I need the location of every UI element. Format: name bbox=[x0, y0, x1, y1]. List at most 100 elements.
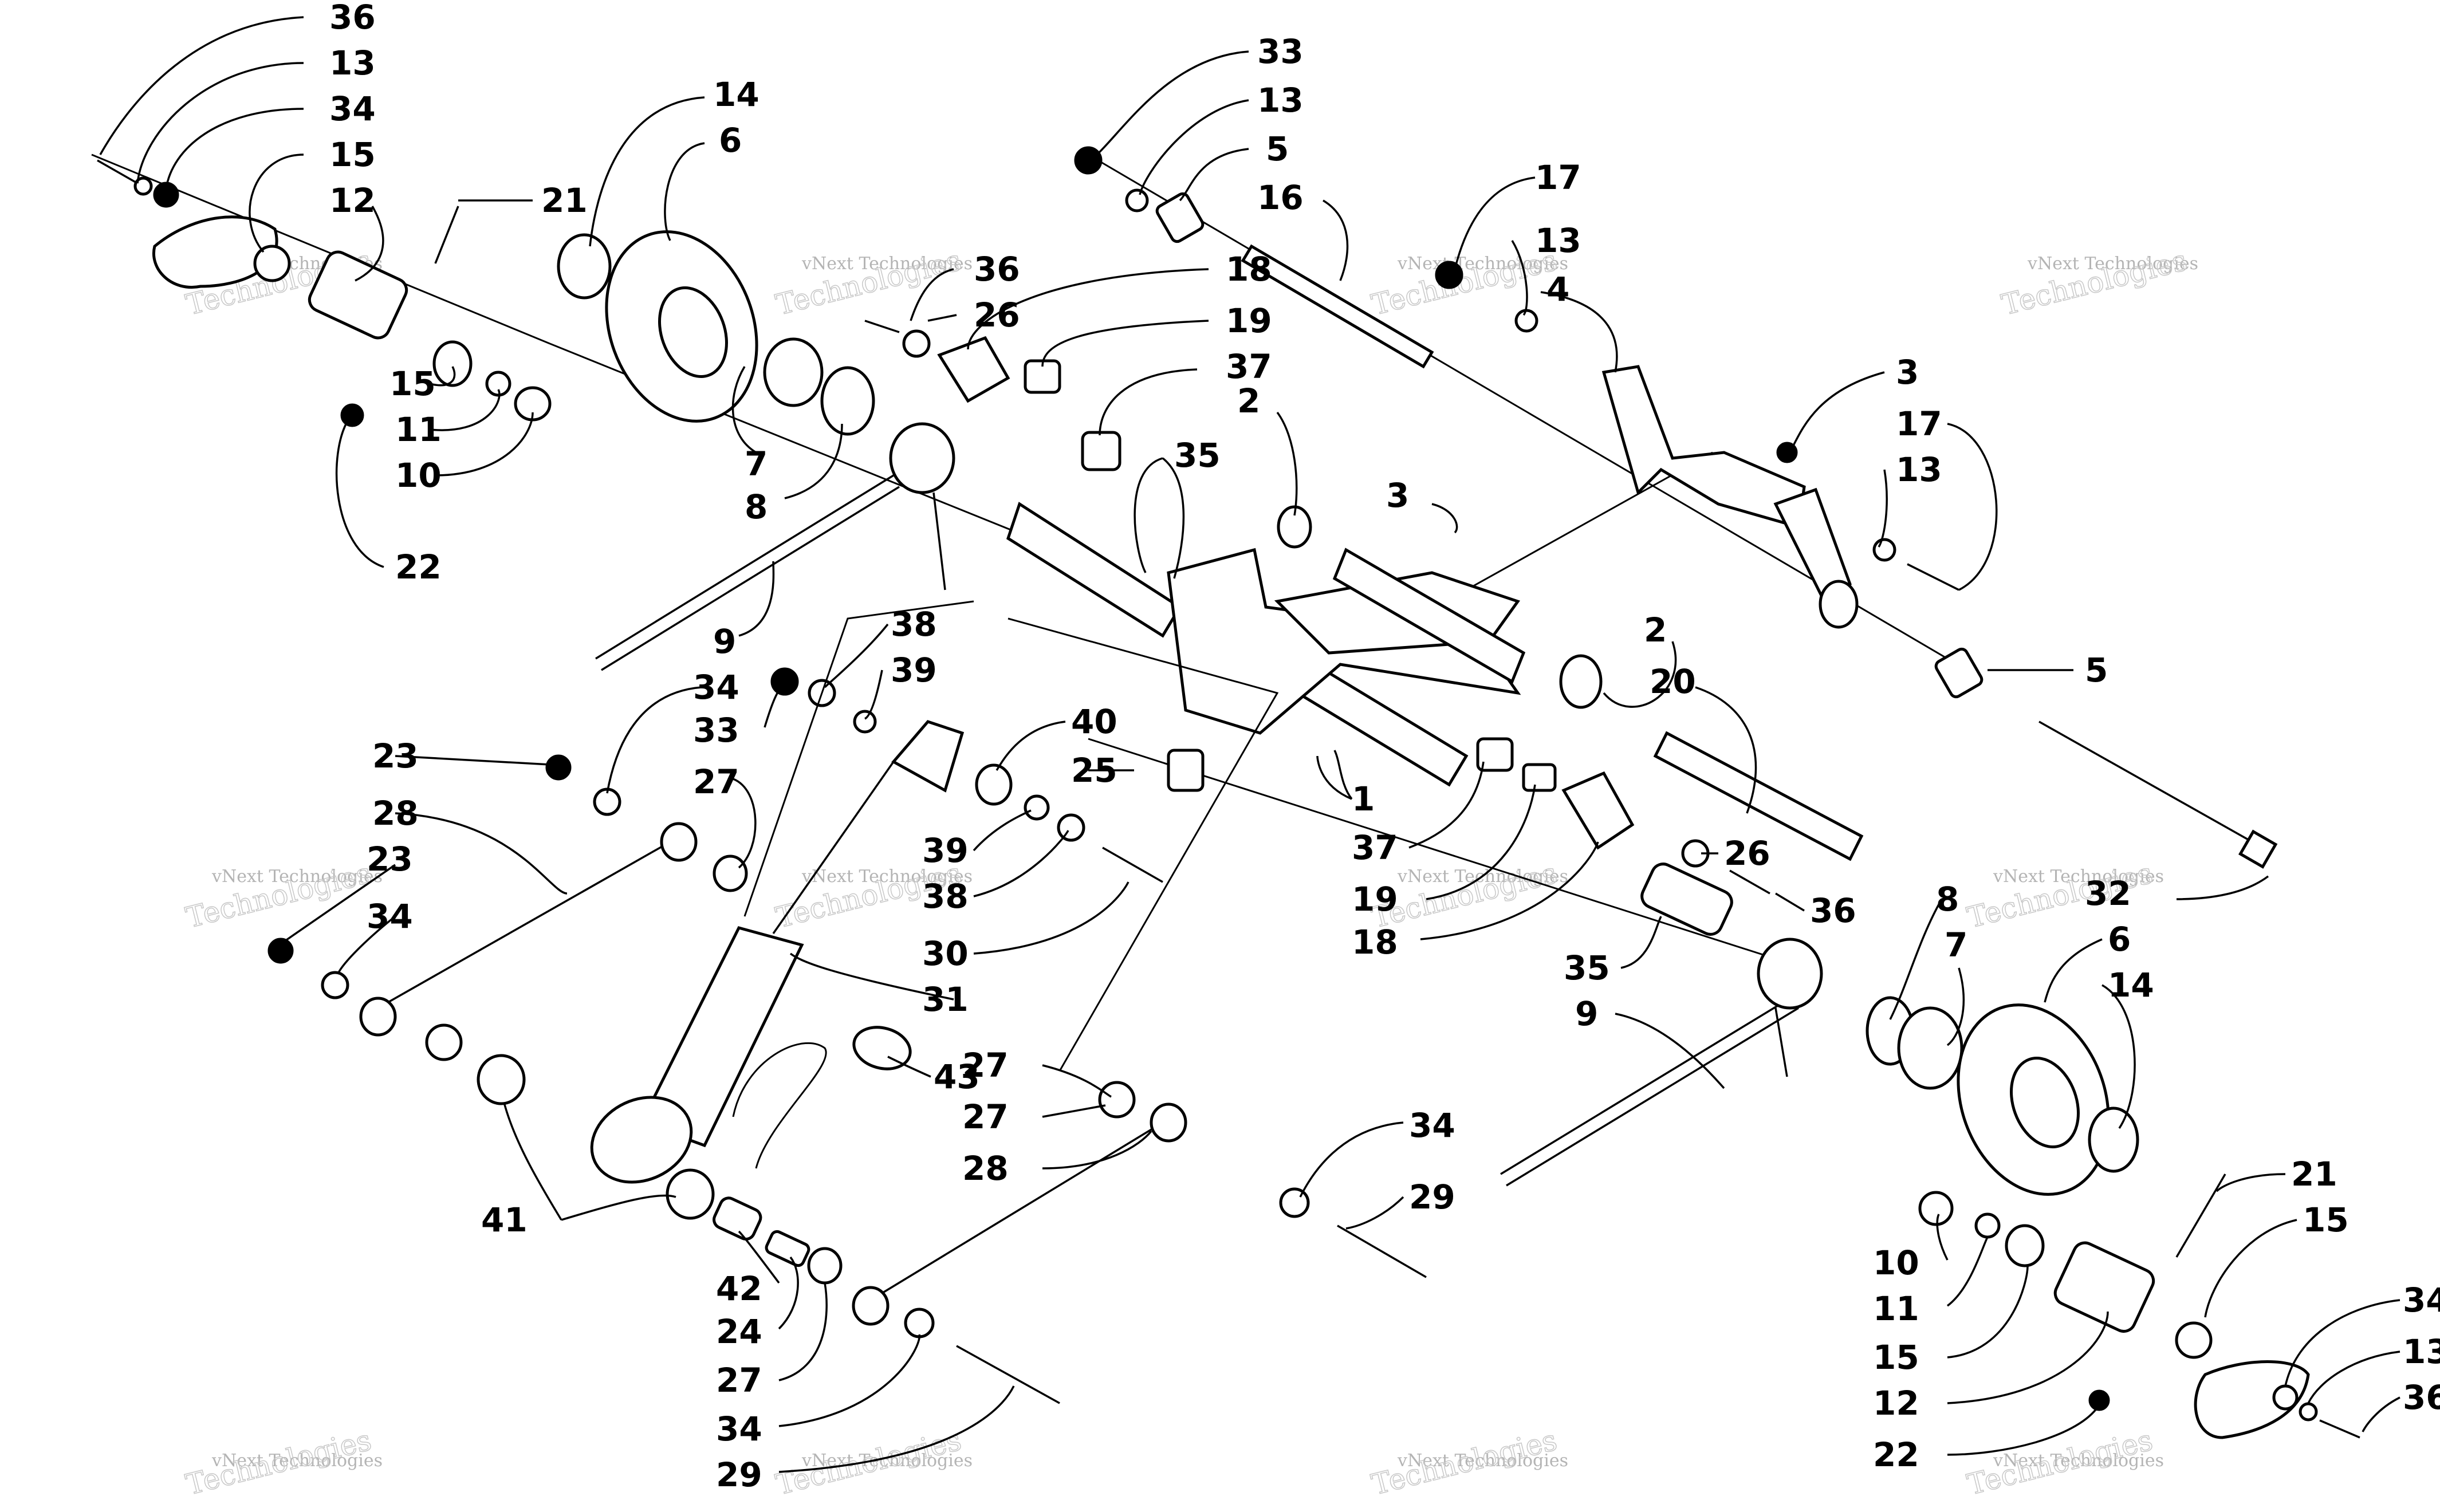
washer-13 bbox=[1872, 538, 1896, 562]
connector-line bbox=[1008, 617, 1279, 1072]
bushing-19 bbox=[1522, 763, 1557, 792]
pin-24 bbox=[765, 1230, 810, 1267]
washer-34 bbox=[153, 182, 179, 208]
callout-label: 37 bbox=[1352, 828, 1398, 867]
callout-label: 42 bbox=[716, 1269, 762, 1308]
ring-8 bbox=[820, 366, 875, 436]
callout-label: 25 bbox=[1071, 751, 1117, 790]
bushing-35 bbox=[1640, 863, 1733, 936]
watermark-text: vNext Technologies bbox=[2027, 254, 2198, 274]
bushing-41 bbox=[666, 1168, 715, 1220]
tube-20 bbox=[1653, 731, 1864, 861]
callout-label: 21 bbox=[2291, 1155, 2337, 1194]
bolt-36 bbox=[1729, 869, 1770, 895]
callout-label: 15 bbox=[1873, 1338, 1919, 1377]
shock-eye-41 bbox=[590, 1096, 693, 1184]
nut-23 bbox=[545, 754, 572, 781]
callout-label: 38 bbox=[922, 877, 969, 916]
callout-label: 18 bbox=[1226, 250, 1272, 289]
nut-22 bbox=[2088, 1389, 2110, 1411]
callout-label: 13 bbox=[1257, 81, 1304, 120]
callout-label: 8 bbox=[745, 487, 768, 526]
sleeve-25 bbox=[1167, 749, 1205, 792]
callout-label: 17 bbox=[1896, 404, 1942, 443]
callout-label: 39 bbox=[891, 651, 937, 690]
callout-label: 33 bbox=[1257, 32, 1304, 71]
wheel-6-hub bbox=[658, 286, 728, 378]
bearing-7 bbox=[763, 337, 824, 407]
bushing-37 bbox=[1476, 737, 1514, 772]
callout-label: 22 bbox=[395, 548, 442, 586]
watermark-text: vNext Technologies bbox=[801, 254, 973, 274]
bushing-41 bbox=[477, 1054, 526, 1105]
callout-labels: 36 13 34 15 12 21 14 6 15 11 10 22 7 8 9… bbox=[329, 0, 2440, 1494]
callout-label: 5 bbox=[1266, 129, 1289, 168]
bushing-40 bbox=[975, 763, 1013, 806]
axle-housing-12 bbox=[308, 250, 408, 340]
callout-label: 41 bbox=[481, 1200, 528, 1239]
callout-label: 27 bbox=[716, 1361, 762, 1400]
callout-label: 35 bbox=[1564, 948, 1610, 987]
callout-label: 34 bbox=[1409, 1106, 1455, 1145]
bolt-10 bbox=[1918, 1191, 1954, 1226]
nut-33 bbox=[770, 667, 799, 696]
bushing-2 bbox=[1559, 654, 1603, 709]
callout-label: 38 bbox=[891, 605, 937, 644]
bearing-7 bbox=[1897, 1006, 1963, 1090]
spacer-14 bbox=[557, 233, 612, 300]
bolt-36 bbox=[864, 320, 900, 333]
spring-9-coil bbox=[1757, 938, 1823, 1010]
callout-label: 21 bbox=[541, 181, 588, 220]
sleeve-42 bbox=[713, 1196, 762, 1241]
callout-label: 1 bbox=[1352, 779, 1375, 818]
callout-label: 27 bbox=[962, 1097, 1009, 1136]
spring-9-arm bbox=[595, 474, 894, 660]
callout-label: 26 bbox=[974, 296, 1020, 334]
washer-39 bbox=[853, 710, 877, 734]
callout-label: 15 bbox=[2303, 1200, 2349, 1239]
washer-34 bbox=[321, 971, 349, 999]
callout-label: 8 bbox=[1936, 880, 1959, 919]
callout-label: 37 bbox=[1226, 347, 1272, 386]
washer-13 bbox=[2299, 1402, 2318, 1422]
callout-label: 11 bbox=[1873, 1289, 1919, 1328]
callout-label: 3 bbox=[1896, 353, 1919, 392]
callout-label: 20 bbox=[1650, 662, 1696, 701]
callout-label: 10 bbox=[1873, 1243, 1919, 1282]
nut-23 bbox=[267, 938, 294, 964]
callout-label: 19 bbox=[1352, 880, 1398, 919]
shock-clevis-40 bbox=[891, 720, 965, 793]
callout-label: 4 bbox=[1546, 270, 1569, 309]
o-ring-43 bbox=[852, 1026, 912, 1070]
washer-34 bbox=[2272, 1384, 2299, 1411]
callout-label: 6 bbox=[719, 121, 742, 160]
callout-label: 3 bbox=[1386, 476, 1409, 515]
spring-9-arm bbox=[601, 486, 900, 671]
callout-label: 34 bbox=[716, 1409, 762, 1448]
callout-label: 29 bbox=[1409, 1178, 1455, 1216]
callout-label: 18 bbox=[1352, 923, 1398, 962]
callout-label: 10 bbox=[395, 456, 442, 495]
nut-33 bbox=[1074, 146, 1103, 175]
shaft-35 bbox=[1006, 502, 1182, 638]
axle-housing-12 bbox=[2053, 1241, 2155, 1333]
callout-label: 34 bbox=[329, 89, 376, 128]
callout-label: 13 bbox=[329, 44, 376, 82]
callout-label: 9 bbox=[713, 622, 736, 661]
axis-line bbox=[1088, 738, 1805, 969]
bolt-32-head bbox=[2238, 829, 2278, 869]
spring-9-leg bbox=[1774, 1007, 1788, 1077]
spring-9-arm bbox=[1500, 995, 1793, 1175]
bushing-4 bbox=[1819, 580, 1859, 629]
bushing-15 bbox=[2005, 1224, 2045, 1267]
bracket-18 bbox=[1561, 771, 1635, 850]
watermark-text-large: Technologies bbox=[1368, 1423, 1560, 1501]
bolt-17 bbox=[1907, 563, 1959, 591]
watermark-text: vNext Technologies bbox=[1993, 867, 2164, 887]
callout-label: 23 bbox=[367, 840, 413, 879]
callout-label: 15 bbox=[389, 364, 436, 403]
bolt-36 bbox=[97, 159, 138, 184]
callout-label: 5 bbox=[2085, 651, 2108, 690]
bushing-27 bbox=[807, 1247, 843, 1285]
callout-label: 28 bbox=[372, 794, 419, 833]
